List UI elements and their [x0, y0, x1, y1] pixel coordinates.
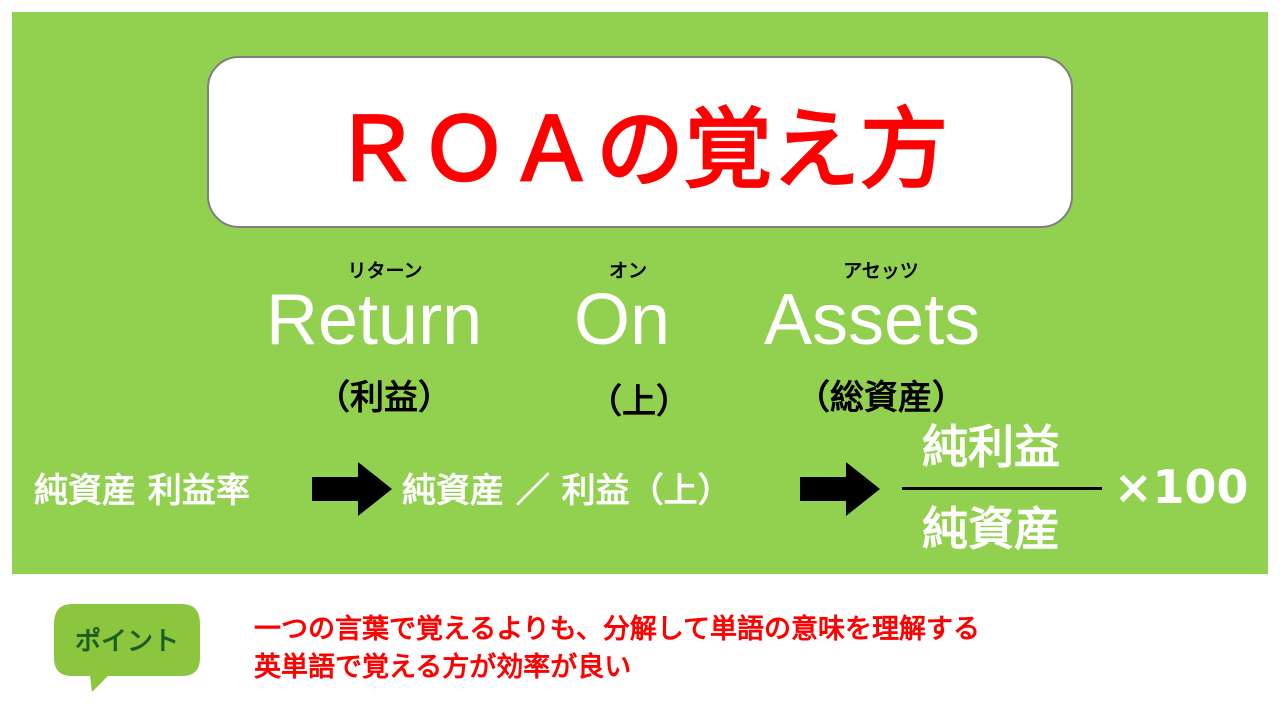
arrow-right-icon — [312, 462, 392, 516]
word-return: Return — [266, 280, 483, 360]
point-line2: 英単語で覚える方が効率が良い — [254, 652, 632, 683]
meaning-on: （上） — [588, 382, 690, 422]
fraction-numerator: 純利益 — [922, 420, 1060, 474]
meaning-return: （利益） — [316, 378, 452, 418]
point-line1: 一つの言葉で覚えるよりも、分解して単語の意味を理解する — [254, 614, 981, 645]
title: ＲＯＡの覚え方 — [331, 97, 948, 201]
title-box: ＲＯＡの覚え方 — [207, 56, 1073, 228]
point-badge-label: ポイント — [75, 626, 179, 657]
multiplier: ×100 — [1114, 460, 1249, 514]
formula-step1: 純資産 利益率 — [34, 471, 250, 511]
arrow-right-icon — [800, 462, 880, 516]
word-assets: Assets — [764, 280, 981, 360]
fraction-denominator: 純資産 — [922, 502, 1060, 556]
ruby-return: リターン — [347, 260, 423, 282]
point-badge-icon: ポイント — [54, 604, 200, 692]
formula-step2: 純資産 ／ 利益（上） — [402, 471, 732, 511]
ruby-on: オン — [608, 260, 647, 282]
ruby-assets: アセッツ — [843, 260, 919, 282]
word-on: On — [574, 280, 671, 360]
meaning-assets: （総資産） — [796, 378, 966, 418]
fraction-line — [902, 487, 1102, 490]
